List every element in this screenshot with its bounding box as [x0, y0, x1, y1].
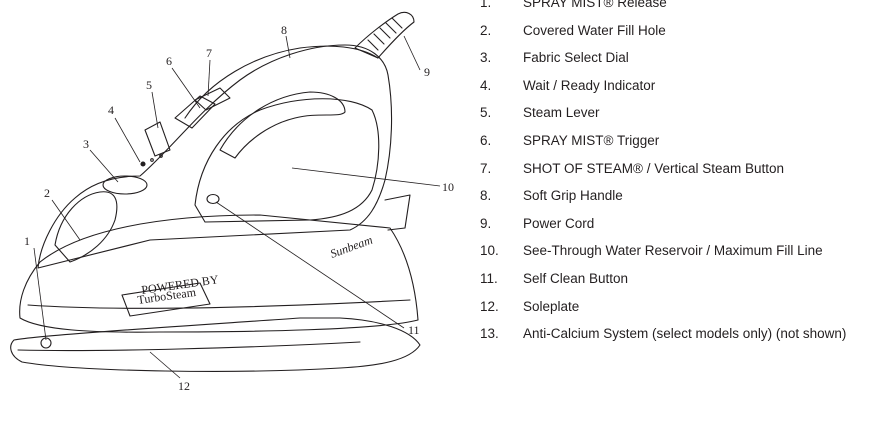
parts-list-item: 8. Soft Grip Handle	[480, 187, 880, 204]
item-label: Fabric Select Dial	[523, 50, 629, 66]
item-label: Covered Water Fill Hole	[523, 22, 666, 38]
callout-11: 11	[408, 323, 420, 337]
item-number: 6.	[480, 132, 492, 148]
item-label: Wait / Ready Indicator	[523, 77, 656, 93]
steam-lever-shape	[144, 121, 171, 157]
water-reservoir-window	[194, 98, 380, 223]
soleplate-shape	[10, 317, 421, 372]
item-label: Self Clean Button	[523, 270, 629, 286]
item-label: Anti-Calcium System (select models only)…	[523, 326, 847, 342]
front-label-panel	[121, 282, 211, 317]
parts-list-item: 4. Wait / Ready Indicator	[480, 77, 880, 94]
callout-2: 2	[44, 186, 50, 200]
item-number: 11.	[480, 270, 498, 286]
item-number: 3.	[480, 50, 492, 66]
soft-grip-handle-shape	[184, 45, 379, 119]
item-label: Power Cord	[523, 215, 595, 231]
item-label: Soleplate	[523, 298, 580, 314]
callout-9: 9	[424, 65, 430, 79]
parts-list-item: 7. SHOT OF STEAM® / Vertical Steam Button	[480, 160, 880, 177]
iron-body-lower	[19, 214, 419, 333]
parts-list-item: 2. Covered Water Fill Hole	[480, 22, 880, 39]
item-number: 1.	[480, 0, 492, 10]
fabric-dial-shape	[102, 175, 148, 195]
callout-5: 5	[146, 78, 152, 92]
brand-logo-text: Sunbeam	[328, 233, 374, 261]
callout-7: 7	[206, 46, 212, 60]
parts-list: 1. SPRAY MIST® Release 2. Covered Water Fi…	[480, 0, 880, 353]
fill-cover-shape	[54, 191, 118, 263]
callout-8: 8	[281, 23, 287, 37]
callout-12: 12	[178, 379, 190, 393]
item-label: Steam Lever	[523, 105, 600, 121]
power-cord-boot	[354, 11, 415, 59]
item-label: SPRAY MIST® Release	[523, 0, 667, 10]
item-number: 10.	[480, 243, 499, 259]
shot-of-steam-button-shape	[194, 87, 231, 111]
iron-diagram: POWERED BY TurboSteam Sunbeam 1 2 3 4 5 …	[10, 11, 454, 393]
item-number: 5.	[480, 105, 492, 121]
callout-3: 3	[83, 137, 89, 151]
item-label: Soft Grip Handle	[523, 188, 623, 204]
parts-list-item: 11. Self Clean Button	[480, 270, 880, 287]
spray-trigger-shape	[174, 95, 216, 129]
item-label: SPRAY MIST® Trigger	[523, 132, 660, 148]
parts-list-item: 3. Fabric Select Dial	[480, 49, 880, 66]
callout-4: 4	[108, 103, 114, 117]
parts-list-item: 9. Power Cord	[480, 215, 880, 232]
item-number: 13.	[480, 326, 499, 342]
item-label: See-Through Water Reservoir / Maximum Fi…	[523, 243, 823, 259]
item-number: 12.	[480, 298, 499, 314]
callout-1: 1	[24, 234, 30, 248]
iron-body-upper	[37, 44, 393, 269]
parts-list-item: 5. Steam Lever	[480, 104, 880, 121]
item-number: 2.	[480, 22, 492, 38]
item-number: 8.	[480, 188, 492, 204]
parts-list-item: 1. SPRAY MIST® Release	[480, 0, 880, 11]
item-number: 7.	[480, 160, 492, 176]
handle-opening	[219, 91, 346, 159]
callout-6: 6	[166, 54, 172, 68]
parts-list-item: 10. See-Through Water Reservoir / Maximum…	[480, 242, 880, 259]
parts-list-item: 12. Soleplate	[480, 298, 880, 315]
item-number: 9.	[480, 215, 492, 231]
parts-list-item: 13. Anti-Calcium System (select models on…	[480, 325, 880, 342]
item-number: 4.	[480, 77, 492, 93]
self-clean-button-shape	[206, 193, 220, 205]
callout-10: 10	[442, 180, 454, 194]
parts-list-item: 6. SPRAY MIST® Trigger	[480, 132, 880, 149]
item-label: SHOT OF STEAM® / Vertical Steam Button	[523, 160, 785, 176]
